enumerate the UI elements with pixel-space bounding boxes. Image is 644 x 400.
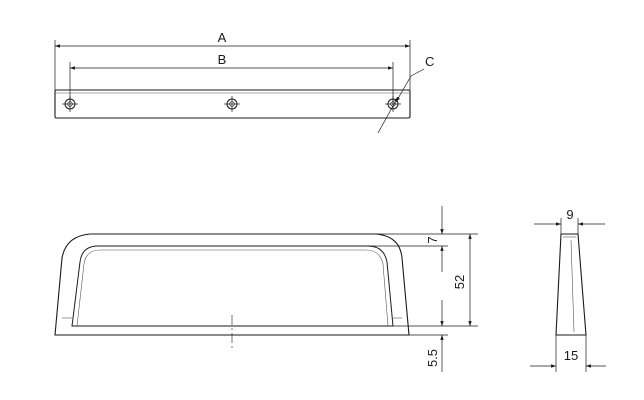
front-view: 7 52 5.5: [54, 206, 478, 372]
dim-c-leader-tail: [410, 68, 425, 77]
front-view-inner-bevel: [76, 249, 389, 327]
hole-center: [224, 96, 240, 112]
dim-top-thickness-label: 7: [425, 236, 440, 243]
dim-top-width-label: 9: [566, 207, 573, 222]
dim-base-width-label: 15: [564, 348, 578, 363]
side-view: 9 15: [530, 207, 606, 372]
side-view-ridge: [570, 239, 575, 333]
dim-a-label: A: [218, 30, 227, 45]
dim-b-label: B: [218, 52, 227, 67]
dim-height-label: 52: [452, 275, 467, 289]
dim-bottom-offset-label: 5.5: [425, 349, 440, 367]
hole-left: [62, 96, 78, 112]
top-view: A B C: [54, 30, 434, 134]
dim-c-leader-lower: [377, 96, 399, 134]
dim-c-leader-upper: [395, 75, 412, 103]
dim-c-label: C: [425, 54, 434, 69]
